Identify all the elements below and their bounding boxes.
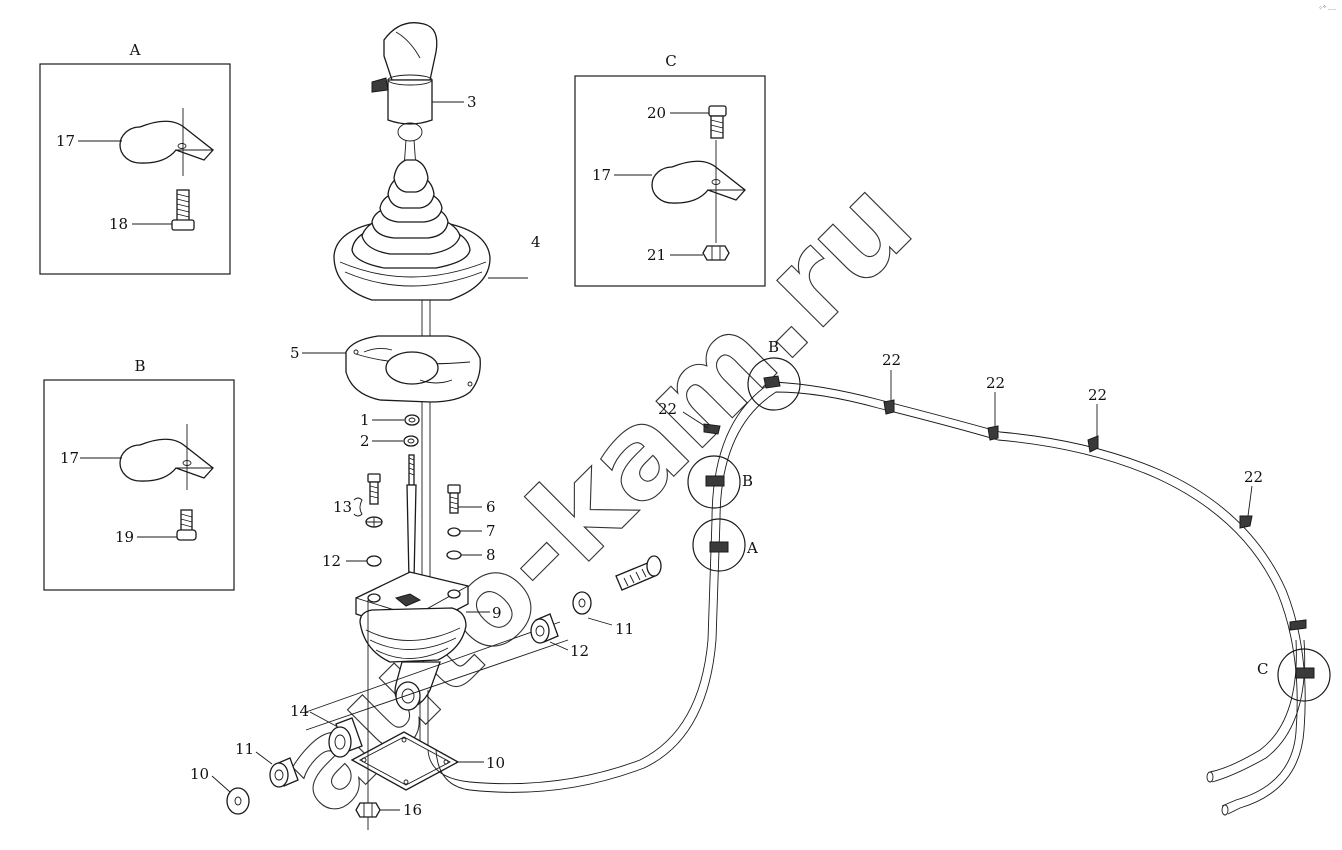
gear-housing [355, 571, 469, 663]
circle-label-c: C [1257, 660, 1268, 678]
detail-circle-b [687, 455, 741, 509]
callout-13: 14 [290, 702, 309, 720]
clamp-17-c [651, 140, 746, 243]
shift-boot [333, 159, 491, 301]
clamp-17-b [119, 424, 214, 490]
callout-22-d: 22 [1244, 468, 1263, 486]
label-17-a: 17 [56, 132, 75, 150]
circle-label-b-top: B [768, 338, 779, 356]
bushing-12-left [269, 757, 299, 788]
inset-c-caption: C [665, 52, 676, 70]
callout-22-b: 22 [986, 374, 1005, 392]
corner-mark: ⁘° ‥‥ [1318, 5, 1336, 12]
callout-1: 1 [360, 411, 370, 429]
washer-15 [366, 555, 382, 567]
cable-clips [703, 399, 1307, 631]
washer-1 [404, 414, 420, 426]
shift-lever [406, 454, 417, 581]
callout-4: 4 [531, 233, 541, 251]
inset-b-frame [43, 379, 235, 591]
callout-3: 3 [467, 93, 477, 111]
callout-14: 13 [333, 498, 352, 516]
callout-22-c: 22 [1088, 386, 1107, 404]
callout-15: 12 [322, 552, 341, 570]
callout-11-left: 10 [190, 765, 209, 783]
circle-label-b: B [742, 472, 753, 490]
detail-circle-a [692, 518, 746, 572]
callout-16: 16 [403, 801, 422, 819]
callout-2: 2 [360, 432, 370, 450]
inset-a-caption: A [129, 41, 141, 59]
callout-11-right: 11 [615, 620, 634, 638]
inset-c-frame [574, 75, 766, 287]
nut-21 [702, 245, 730, 261]
bolt-6 [447, 484, 461, 514]
screw-19 [176, 509, 197, 541]
label-17-b: 17 [60, 449, 79, 467]
callout-7: 7 [486, 522, 496, 540]
bushing-13 [328, 717, 363, 758]
detail-circle-b-top [747, 357, 801, 411]
washer-7 [447, 527, 461, 537]
label-19: 19 [115, 528, 134, 546]
label-18: 18 [109, 215, 128, 233]
inset-a-frame [39, 63, 231, 275]
bolt-18 [171, 189, 195, 231]
bolt-right [615, 555, 662, 591]
washer-8 [446, 550, 462, 560]
label-21: 21 [647, 246, 666, 264]
inset-b-caption: B [134, 357, 145, 375]
cover-plate [345, 335, 481, 403]
label-20: 20 [647, 104, 666, 122]
callout-8: 8 [486, 546, 496, 564]
callout-12-left: 11 [235, 740, 254, 758]
bushing-12-right [530, 613, 559, 644]
circle-label-a: A [746, 539, 758, 557]
callout-12-right: 12 [570, 642, 589, 660]
nut-16 [355, 802, 381, 818]
inset-a: A 17 18 [39, 41, 231, 275]
callout-5: 5 [290, 344, 300, 362]
label-17-c: 17 [592, 166, 611, 184]
callout-22-e: 22 [658, 400, 677, 418]
callout-22-a: 22 [882, 351, 901, 369]
clamp-17-a [119, 108, 214, 176]
bolt-20 [708, 105, 727, 139]
bolt-14 [365, 473, 383, 528]
callout-6: 6 [486, 498, 496, 516]
washer-11-left [226, 787, 250, 815]
nut-2 [403, 435, 419, 447]
inset-c: C 20 17 21 [574, 52, 766, 287]
callout-9: 9 [492, 604, 502, 622]
inset-b: B 17 19 [43, 357, 235, 591]
shift-knob [371, 22, 438, 169]
washer-11-right [572, 591, 592, 615]
detail-circle-c [1277, 648, 1331, 702]
callout-10: 10 [486, 754, 505, 772]
